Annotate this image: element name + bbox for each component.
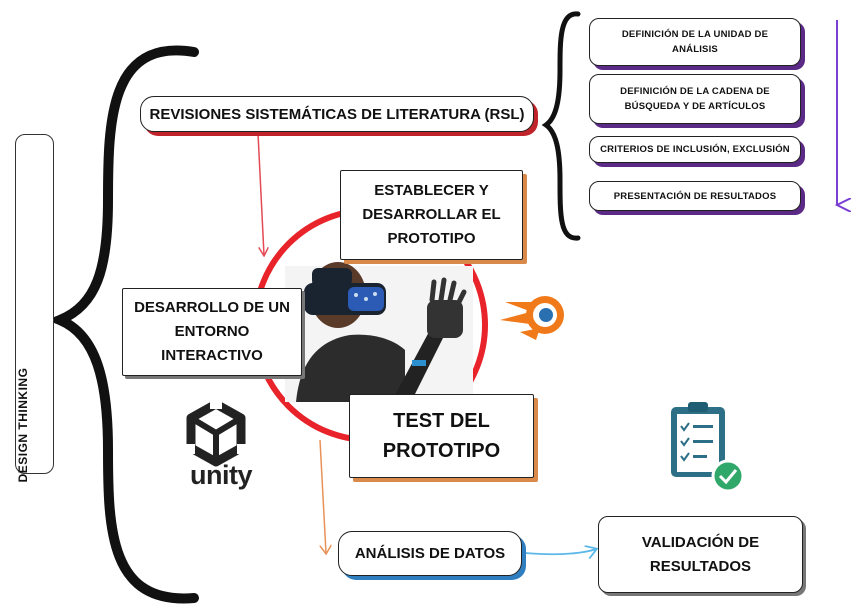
rsl-step-criteria: CRITERIOS DE INCLUSIÓN, EXCLUSIÓN xyxy=(589,136,801,163)
left-brace xyxy=(47,45,199,604)
validation-line-1: VALIDACIÓN DE xyxy=(641,533,760,551)
rsl-box: REVISIONES SISTEMÁTICAS DE LITERATURA (R… xyxy=(140,96,534,132)
data-analysis-box: ANÁLISIS DE DATOS xyxy=(338,531,522,576)
environment-line-1: DESARROLLO DE UN xyxy=(134,299,290,316)
rsl-step-3-line-1: CRITERIOS DE INCLUSIÓN, EXCLUSIÓN xyxy=(600,144,790,155)
test-line-2: PROTOTIPO xyxy=(382,440,501,462)
establish-line-2: DESARROLLAR EL xyxy=(362,206,501,223)
rsl-step-search-string: DEFINICIÓN DE LA CADENA DE BÚSQUEDA Y DE… xyxy=(589,74,801,124)
rsl-step-2-line-1: DEFINICIÓN DE LA CADENA DE xyxy=(620,86,770,97)
rsl-brace xyxy=(541,11,581,241)
rsl-step-1-line-1: DEFINICIÓN DE LA UNIDAD DE xyxy=(621,29,769,40)
vr-user-photo xyxy=(285,262,473,402)
environment-line-2: ENTORNO xyxy=(174,323,250,340)
rsl-step-results: PRESENTACIÓN DE RESULTADOS xyxy=(589,181,801,211)
unity-logo-icon xyxy=(183,399,249,467)
establish-line-3: PROTOTIPO xyxy=(387,230,476,247)
test-prototype-box: TEST DEL PROTOTIPO xyxy=(349,394,534,478)
rsl-step-4-line-1: PRESENTACIÓN DE RESULTADOS xyxy=(613,190,777,202)
checklist-icon xyxy=(671,402,745,493)
test-line-1: TEST DEL xyxy=(393,410,490,432)
environment-line-3: INTERACTIVO xyxy=(161,347,263,364)
establish-prototype-box: ESTABLECER Y DESARROLLAR EL PROTOTIPO xyxy=(340,170,523,260)
rsl-step-2-line-2: BÚSQUEDA Y DE ARTÍCULOS xyxy=(624,101,766,112)
validation-line-2: RESULTADOS xyxy=(649,557,752,575)
results-validation-box: VALIDACIÓN DE RESULTADOS xyxy=(598,516,803,593)
data-analysis-label: ANÁLISIS DE DATOS xyxy=(354,544,506,562)
rsl-step-unit-of-analysis: DEFINICIÓN DE LA UNIDAD DE ANÁLISIS xyxy=(589,18,801,66)
analysis-to-validation-arrow xyxy=(524,549,596,554)
cycle-to-analysis-arrow xyxy=(319,439,326,553)
design-thinking-label: DESIGN THINKING xyxy=(16,367,30,483)
interactive-environment-box: DESARROLLO DE UN ENTORNO INTERACTIVO xyxy=(122,288,302,376)
unity-logo-text: unity xyxy=(190,460,253,490)
rsl-label: REVISIONES SISTEMÁTICAS DE LITERATURA (R… xyxy=(149,105,525,123)
design-thinking-frame: DESIGN THINKING xyxy=(15,134,54,482)
rsl-step-1-line-2: ANÁLISIS xyxy=(672,44,718,55)
rsl-to-cycle-arrow xyxy=(257,132,264,255)
blender-logo-icon xyxy=(500,296,564,340)
establish-line-1: ESTABLECER Y xyxy=(374,182,489,199)
